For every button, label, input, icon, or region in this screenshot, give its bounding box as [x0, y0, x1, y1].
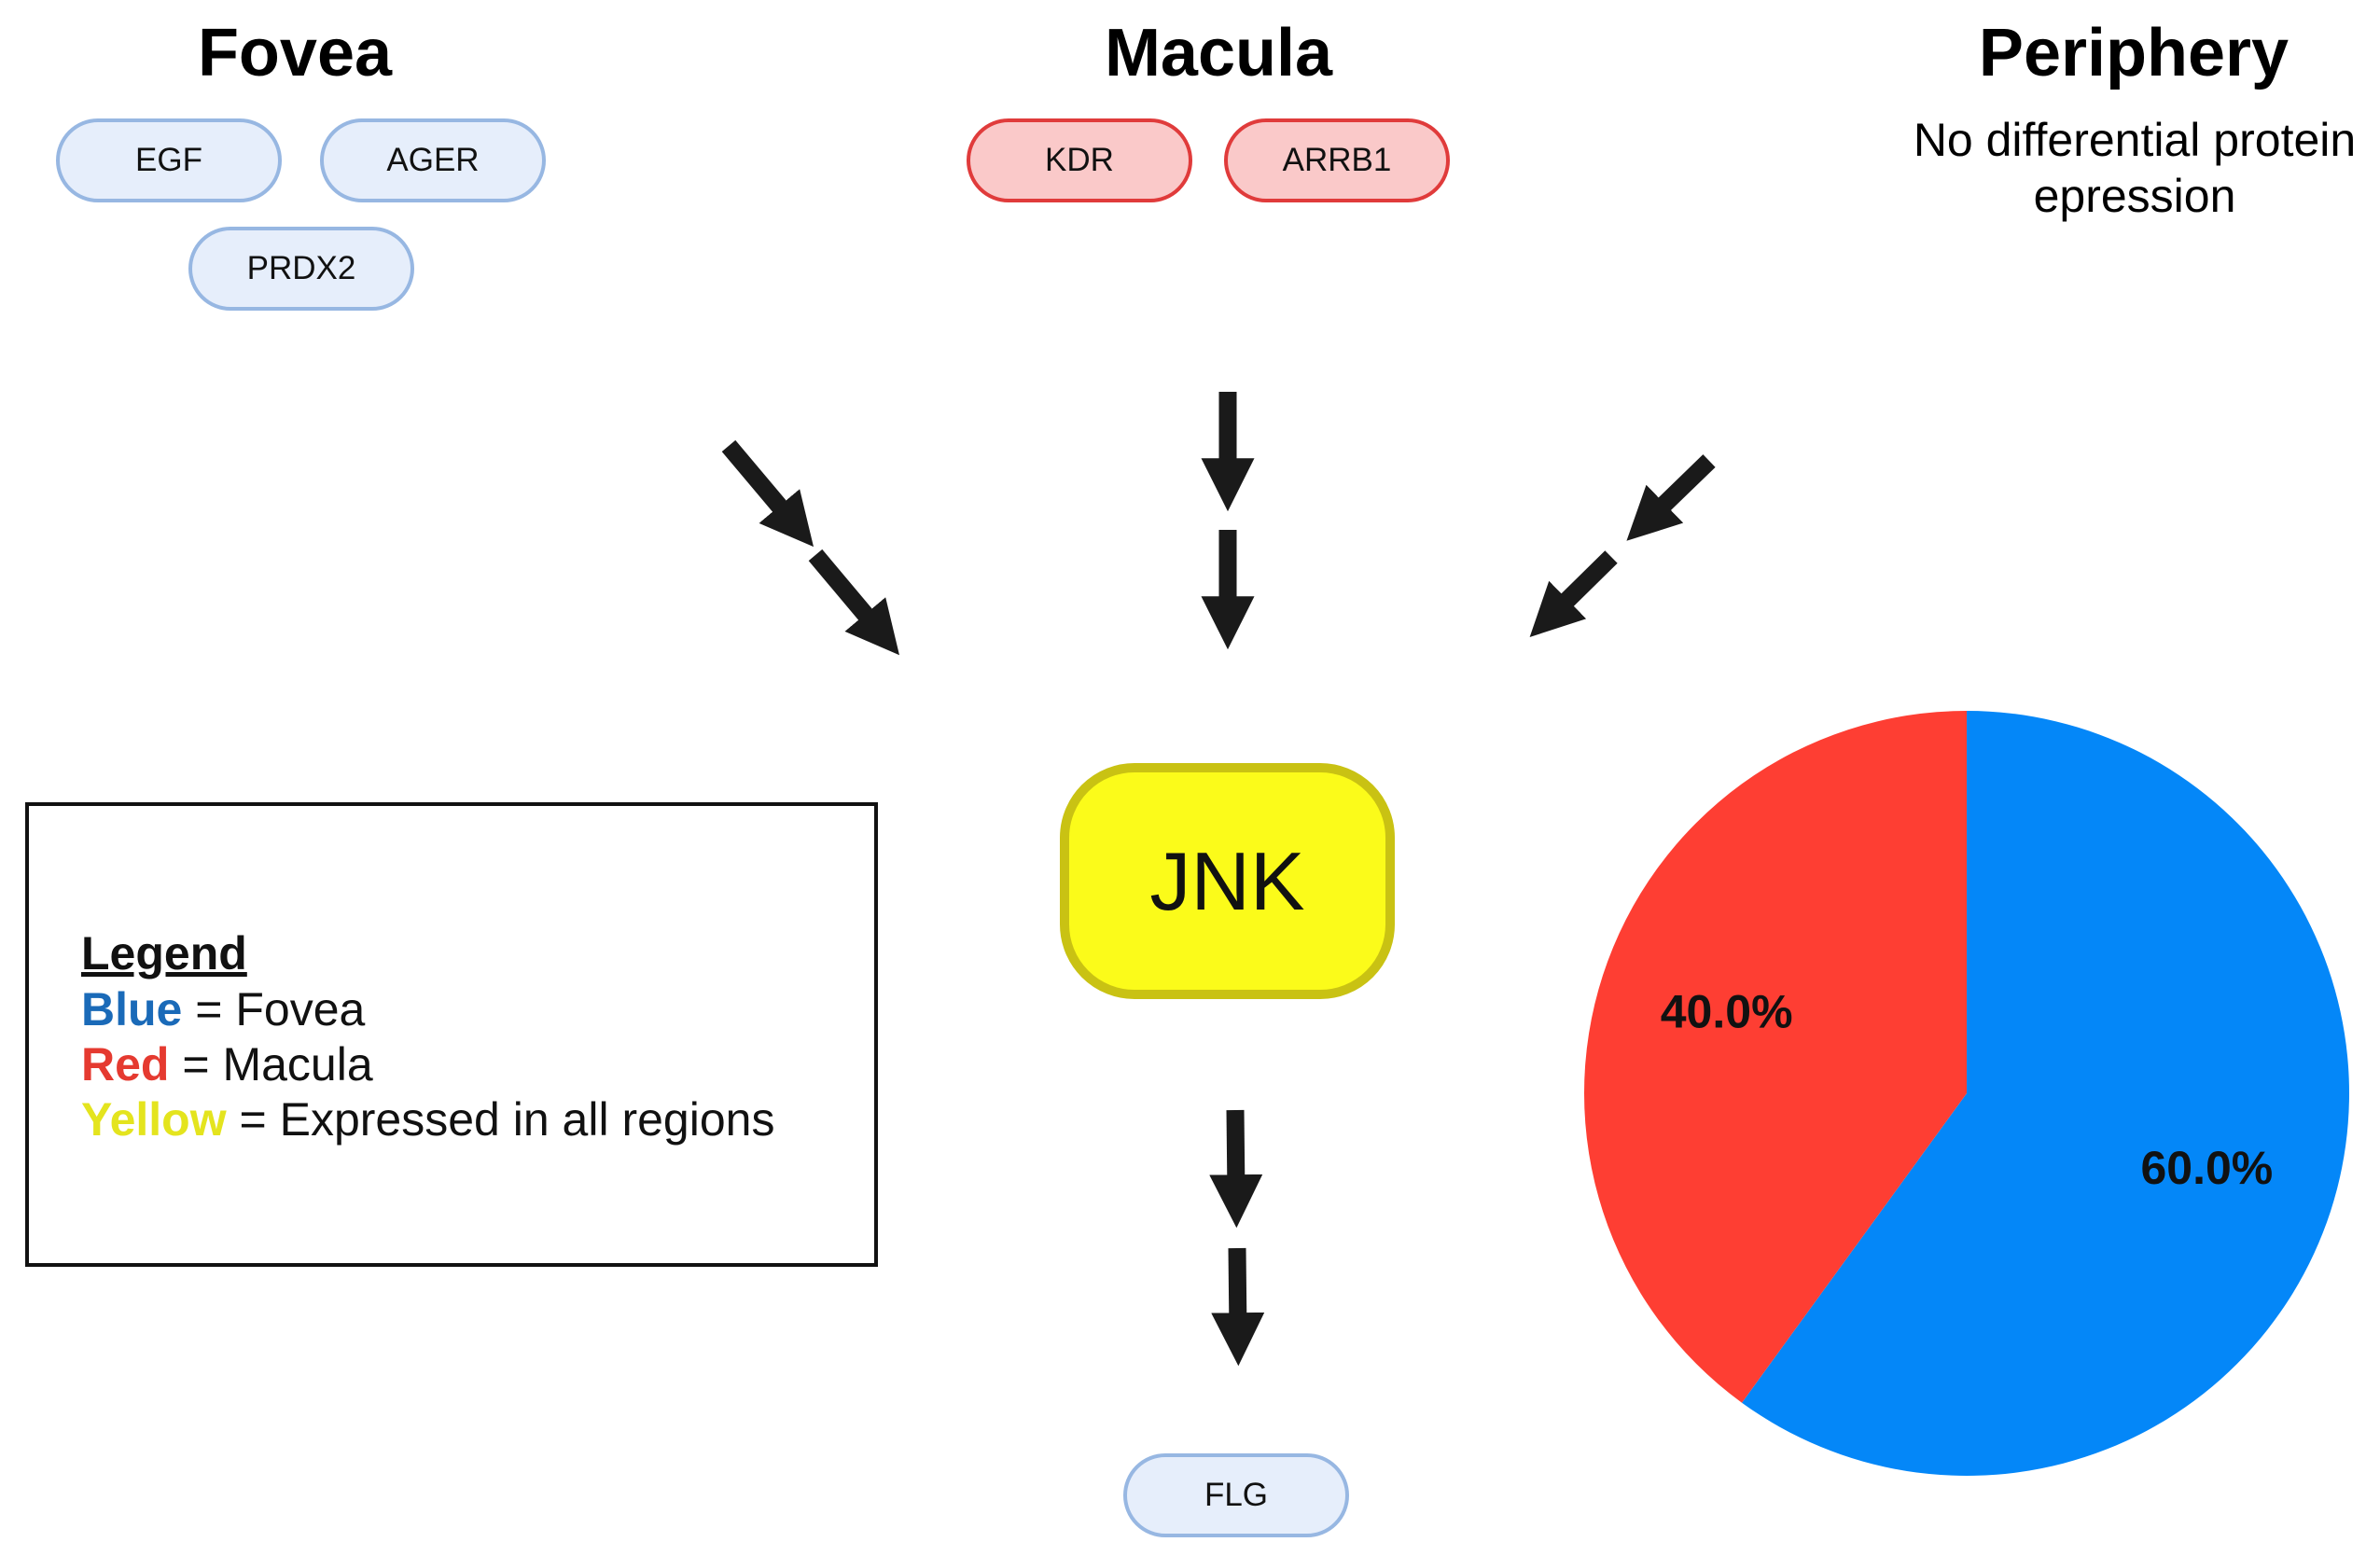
- legend-text-macula: = Macula: [182, 1038, 373, 1091]
- pie-slice-1: [1584, 711, 1967, 1403]
- protein-ager: AGER: [320, 118, 546, 202]
- legend-key-red: Red: [81, 1038, 170, 1091]
- legend-text-all: = Expressed in all regions: [239, 1093, 775, 1146]
- pie-label-0: 60.0%: [2140, 1142, 2273, 1194]
- arrow-periphery-2: [1529, 550, 1618, 637]
- legend-title: Legend: [81, 927, 247, 979]
- arrow-fovea-1: [721, 439, 814, 548]
- arrow-jnk-2: [1211, 1247, 1265, 1367]
- legend-box: Legend Blue = Fovea Red = Macula Yellow …: [25, 802, 878, 1267]
- protein-kdr: KDR: [967, 118, 1192, 202]
- periphery-note-line-1: No differential protein: [1913, 114, 2357, 166]
- legend-text-fovea: = Fovea: [195, 983, 366, 1035]
- protein-flg: FLG: [1123, 1453, 1349, 1537]
- periphery-title: Periphery: [1978, 16, 2290, 90]
- pie-slice-0: [1742, 711, 2349, 1476]
- protein-prdx2: PRDX2: [188, 227, 414, 311]
- periphery-note: No differential protein epression: [1873, 112, 2380, 224]
- legend-row-fovea: Blue = Fovea: [81, 981, 365, 1037]
- arrow-fovea-2: [808, 549, 899, 656]
- periphery-note-line-2: epression: [2033, 170, 2236, 222]
- macula-title: Macula: [1104, 16, 1333, 90]
- arrow-periphery-1: [1626, 454, 1716, 541]
- legend-key-blue: Blue: [81, 983, 183, 1035]
- jnk-node: JNK: [1060, 763, 1395, 999]
- protein-egf: EGF: [56, 118, 282, 202]
- legend-row-macula: Red = Macula: [81, 1036, 373, 1092]
- legend-row-all: Yellow = Expressed in all regions: [81, 1091, 774, 1147]
- fovea-title: Fovea: [197, 16, 393, 90]
- protein-arrb1: ARRB1: [1224, 118, 1450, 202]
- legend-key-yellow: Yellow: [81, 1093, 227, 1146]
- arrow-jnk-1: [1209, 1109, 1263, 1229]
- pie-label-1: 40.0%: [1661, 986, 1793, 1038]
